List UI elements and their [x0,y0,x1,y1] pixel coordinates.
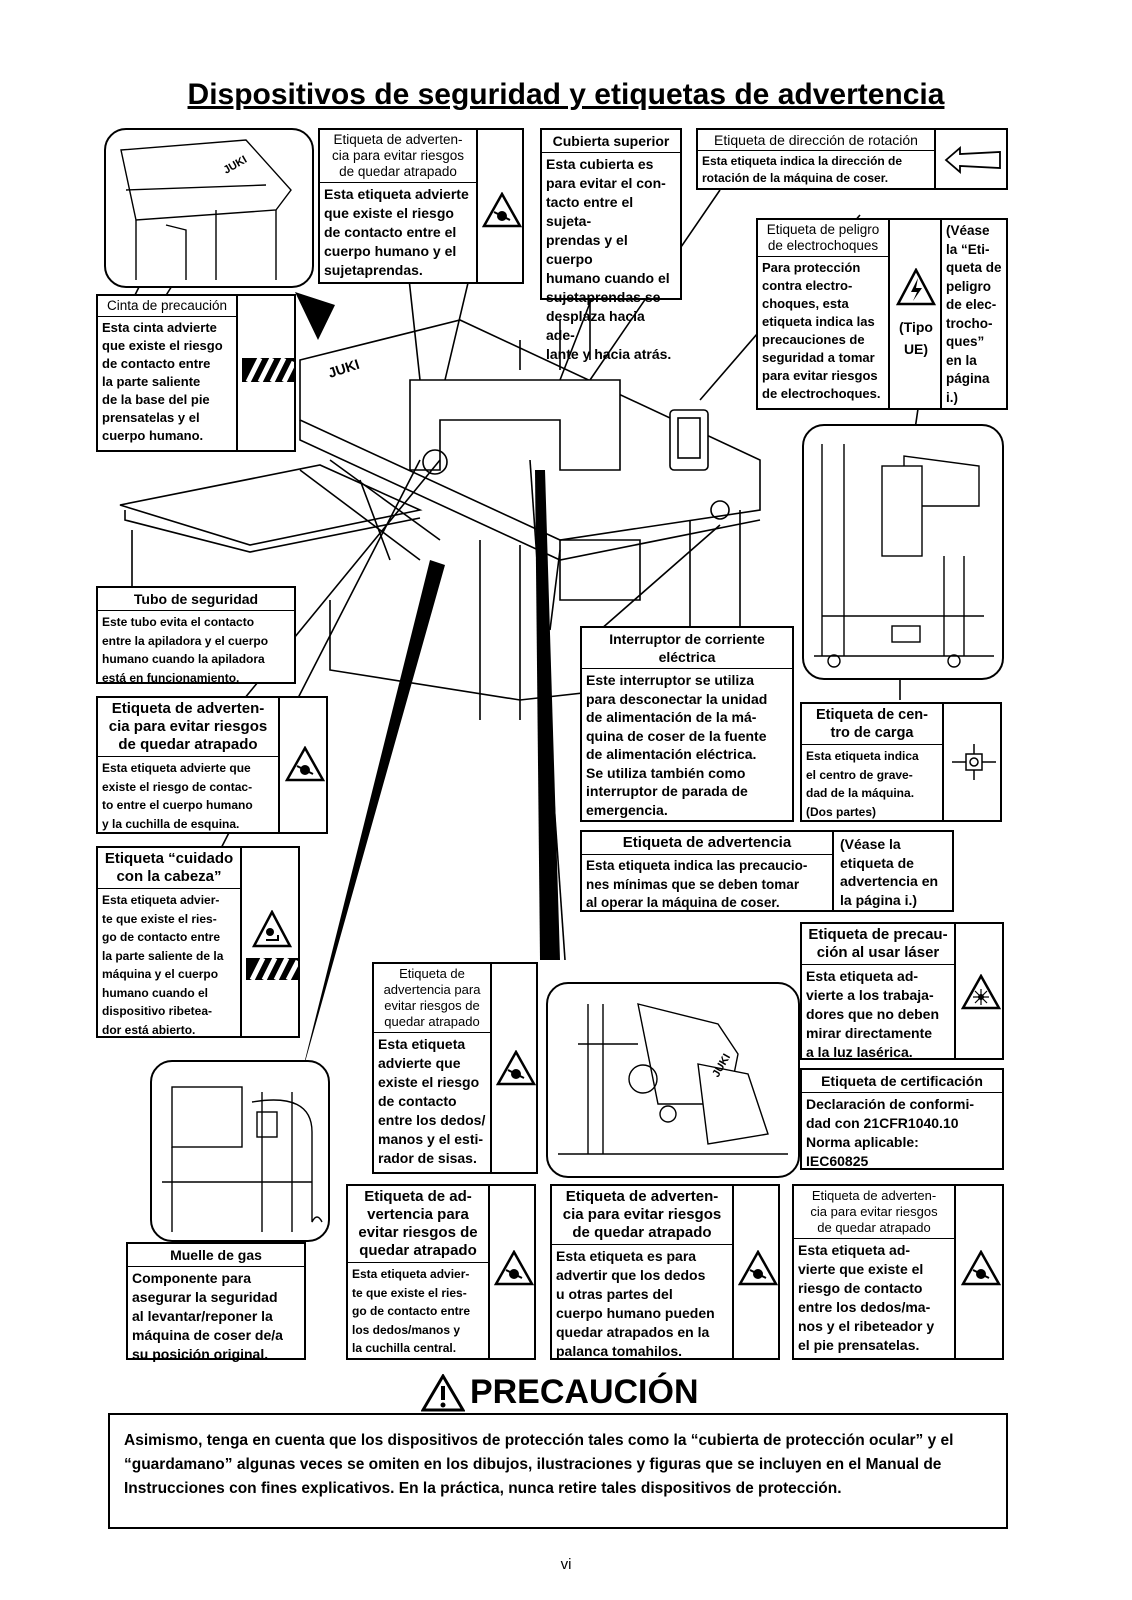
center-of-gravity-icon [952,744,996,780]
label-interruptor: Interruptor de corriente eléctrica Este … [580,626,794,822]
label-body: Esta etiqueta advier- te que existe el r… [352,1267,471,1355]
inset-photo-top-left: JUKI [104,128,314,288]
label-head: Tubo de seguridad [98,588,294,611]
label-advertencia: Etiqueta de advertencia Esta etiqueta in… [580,830,834,912]
label-body: Esta cinta advierte que existe el riesgo… [102,320,223,443]
label-head: Etiqueta de peligro de electrochoques [758,220,888,257]
label-sujetaprendas: Etiqueta de adverten- cia para evitar ri… [318,128,524,284]
label-body: Esta etiqueta es para advertir que los d… [556,1248,715,1359]
laser-hazard-icon [961,974,1001,1010]
caution-box: Asimismo, tenga en cuenta que los dispos… [108,1413,1008,1529]
label-head: Etiqueta de adverten- cia para evitar ri… [98,698,278,757]
label-body: Declaración de conformi- dad con 21CFR10… [806,1096,975,1169]
caution-heading-text: PRECAUCIÓN [469,1373,699,1411]
label-head: Muelle de gas [128,1244,304,1267]
label-head: Interruptor de corriente eléctrica [582,628,792,669]
inset-photo-bottom-center: JUKI [546,982,800,1178]
label-head: Etiqueta de precau- ción al usar láser [802,924,954,965]
label-body: Esta etiqueta ad- vierte a los trabaja- … [806,968,940,1060]
label-peligro-electrochoques: Etiqueta de peligro de electrochoques Pa… [756,218,1008,410]
label-body: Componente para asegurar la seguridad al… [132,1270,283,1362]
label-body: Esta etiqueta advierte que existe el rie… [378,1036,486,1166]
label-head: Etiqueta de dirección de rotación [698,130,934,151]
label-precaucion-laser: Etiqueta de precau- ción al usar láser E… [800,922,1004,1060]
electric-hazard-icon [896,268,936,306]
label-cuidado-cabeza: Etiqueta “cuidado con la cabeza” Esta et… [96,846,300,1038]
label-centro-carga: Etiqueta de cen- tro de carga Esta etiqu… [800,702,1002,822]
label-tubo-seguridad: Tubo de seguridad Este tubo evita el con… [96,586,296,685]
label-advertencia-ref: (Véase la etiqueta de advertencia en la … [832,830,954,912]
label-body: Para protección contra electro- choques,… [762,260,881,401]
label-body: Esta etiqueta indica las precaucio- nes … [586,858,808,910]
warning-trap-icon [285,746,325,782]
label-cinta-precaucion: Cinta de precaución Esta cinta advierte … [96,294,296,452]
warning-trap-icon [738,1250,778,1286]
head-caution-icon [252,910,292,948]
inset-photo-bottom-left [150,1060,330,1242]
caution-tape-icon [242,358,294,382]
caution-text: Asimismo, tenga en cuenta que los dispos… [124,1432,954,1497]
label-body: Esta etiqueta advier- te que existe el r… [102,893,224,1037]
rotation-arrow-icon [944,146,1001,174]
label-head: Etiqueta de adverten- cia para evitar ri… [320,130,476,183]
label-direccion-rotacion: Etiqueta de dirección de rotación Esta e… [696,128,1008,190]
label-muelle-gas: Muelle de gas Componente para asegurar l… [126,1242,306,1362]
page-number: vi [560,1556,572,1573]
label-head: Etiqueta de cen- tro de carga [802,704,942,745]
label-head: Cinta de precaución [98,296,236,317]
label-body: Esta etiqueta advierte que existe el rie… [324,186,469,278]
label-body: Esta etiqueta ad- vierte que existe el r… [798,1242,935,1353]
label-cubierta-superior: Cubierta superior Esta cubierta es para … [540,128,682,362]
tipo-ue: (Tipo UE) [899,319,933,357]
advertencia-ref: (Véase la etiqueta de advertencia en la … [840,836,939,908]
label-body: Esta etiqueta indica la dirección de rot… [702,154,903,185]
label-cuchilla-central: Etiqueta de ad- vertencia para evitar ri… [346,1184,536,1360]
label-head: Etiqueta “cuidado con la cabeza” [98,848,240,889]
label-head: Cubierta superior [542,130,680,153]
label-head: Etiqueta de adverten- cia para evitar ri… [794,1186,954,1239]
warning-trap-icon [961,1250,1001,1286]
caution-tape-icon [246,958,298,980]
label-body: Esta etiqueta advierte que existe el rie… [102,761,253,831]
label-head: Etiqueta de adverten- cia para evitar ri… [552,1186,732,1245]
inset-photo-right [802,424,1004,680]
warning-trap-icon [496,1050,536,1086]
label-estirador-sisas: Etiqueta de advertencia para evitar ries… [372,962,538,1174]
label-cuchilla-esquina: Etiqueta de adverten- cia para evitar ri… [96,696,328,834]
warning-trap-icon [482,192,522,228]
label-head: Etiqueta de advertencia para evitar ries… [374,964,490,1033]
label-body: Esta etiqueta indica el centro de grave-… [806,749,919,819]
label-ribeteador: Etiqueta de adverten- cia para evitar ri… [792,1184,1004,1360]
label-certificacion: Etiqueta de certificación Declaración de… [800,1068,1004,1170]
label-palanca-tomahilos: Etiqueta de adverten- cia para evitar ri… [550,1184,780,1360]
label-body: Este tubo evita el contacto entre la api… [102,615,269,685]
peligro-ref: (Véase la “Eti- queta de peligro de elec… [946,223,1002,405]
label-head: Etiqueta de ad- vertencia para evitar ri… [348,1186,488,1263]
page-title: Dispositivos de seguridad y etiquetas de… [187,78,945,111]
warning-trap-icon [494,1250,534,1286]
label-head: Etiqueta de advertencia [582,832,832,855]
label-body: Este interruptor se utiliza para descone… [586,672,768,818]
caution-heading: PRECAUCIÓN [410,1372,710,1413]
label-head: Etiqueta de certificación [802,1070,1002,1093]
warning-triangle-icon [420,1372,467,1411]
label-body: Esta cubierta es para evitar el con- tac… [546,156,672,362]
